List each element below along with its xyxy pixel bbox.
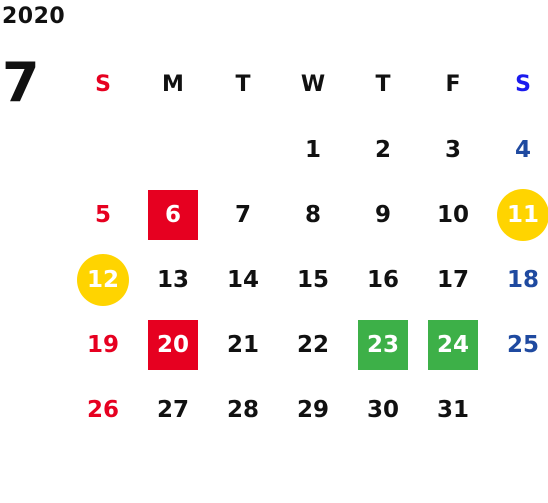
day-cell[interactable]: 21	[208, 312, 278, 377]
day-number: 6	[148, 189, 198, 240]
empty-cell	[138, 117, 208, 182]
day-number: 4	[514, 136, 531, 163]
day-number: 24	[428, 319, 478, 370]
day-number: 25	[506, 331, 539, 358]
year-label: 2020	[2, 4, 66, 29]
weekday-header-friday: F	[445, 72, 461, 97]
day-number: 14	[226, 266, 259, 293]
day-cell[interactable]: 31	[418, 377, 488, 442]
weekday-header-saturday: S	[515, 72, 531, 97]
day-number: 1	[304, 136, 321, 163]
day-cell[interactable]: 4	[488, 117, 548, 182]
day-cell[interactable]: 26	[68, 377, 138, 442]
day-cell[interactable]: 1	[278, 117, 348, 182]
empty-cell	[488, 377, 548, 442]
day-number: 11	[497, 188, 548, 241]
day-cell[interactable]: 29	[278, 377, 348, 442]
day-cell[interactable]: 12	[68, 247, 138, 312]
day-cell[interactable]: 9	[348, 182, 418, 247]
weekday-header-monday: M	[162, 72, 184, 97]
day-cell[interactable]: 25	[488, 312, 548, 377]
day-number: 28	[226, 396, 259, 423]
day-cell[interactable]: 8	[278, 182, 348, 247]
day-number: 27	[156, 396, 189, 423]
day-cell[interactable]: 2	[348, 117, 418, 182]
day-cell[interactable]: 22	[278, 312, 348, 377]
day-number: 13	[156, 266, 189, 293]
empty-cell	[208, 117, 278, 182]
day-cell[interactable]: 16	[348, 247, 418, 312]
day-number: 19	[86, 331, 119, 358]
weekday-header-tuesday: T	[235, 72, 251, 97]
day-cell[interactable]: 5	[68, 182, 138, 247]
day-cell[interactable]: 3	[418, 117, 488, 182]
day-number: 20	[148, 319, 198, 370]
day-number: 5	[94, 201, 111, 228]
day-cell[interactable]: 20	[138, 312, 208, 377]
day-cell[interactable]: 23	[348, 312, 418, 377]
day-number: 23	[358, 319, 408, 370]
empty-cell	[68, 117, 138, 182]
day-cell[interactable]: 30	[348, 377, 418, 442]
weekday-header-sunday: S	[95, 72, 111, 97]
day-cell[interactable]: 14	[208, 247, 278, 312]
day-cell[interactable]: 11	[488, 182, 548, 247]
day-cell[interactable]: 6	[138, 182, 208, 247]
day-number: 21	[226, 331, 259, 358]
day-number: 22	[296, 331, 329, 358]
day-number: 17	[436, 266, 469, 293]
day-cell[interactable]: 28	[208, 377, 278, 442]
day-cell[interactable]: 19	[68, 312, 138, 377]
day-cell[interactable]: 24	[418, 312, 488, 377]
day-number: 16	[366, 266, 399, 293]
day-number: 8	[304, 201, 321, 228]
day-number: 10	[436, 201, 469, 228]
day-cell[interactable]: 27	[138, 377, 208, 442]
day-cell[interactable]: 7	[208, 182, 278, 247]
day-number: 3	[444, 136, 461, 163]
day-number: 29	[296, 396, 329, 423]
weekday-header-thursday: T	[375, 72, 391, 97]
day-cell[interactable]: 18	[488, 247, 548, 312]
day-number: 12	[77, 253, 129, 306]
day-number: 26	[86, 396, 119, 423]
month-number: 7	[2, 51, 40, 114]
day-number: 18	[506, 266, 539, 293]
day-cell[interactable]: 15	[278, 247, 348, 312]
day-number: 30	[366, 396, 399, 423]
day-cell[interactable]: 10	[418, 182, 488, 247]
day-cell[interactable]: 13	[138, 247, 208, 312]
weekday-header-wednesday: W	[300, 72, 326, 97]
day-cell[interactable]: 17	[418, 247, 488, 312]
day-number: 9	[374, 201, 391, 228]
day-number: 2	[374, 136, 391, 163]
day-number: 15	[296, 266, 329, 293]
day-number: 7	[234, 201, 251, 228]
day-number: 31	[436, 396, 469, 423]
